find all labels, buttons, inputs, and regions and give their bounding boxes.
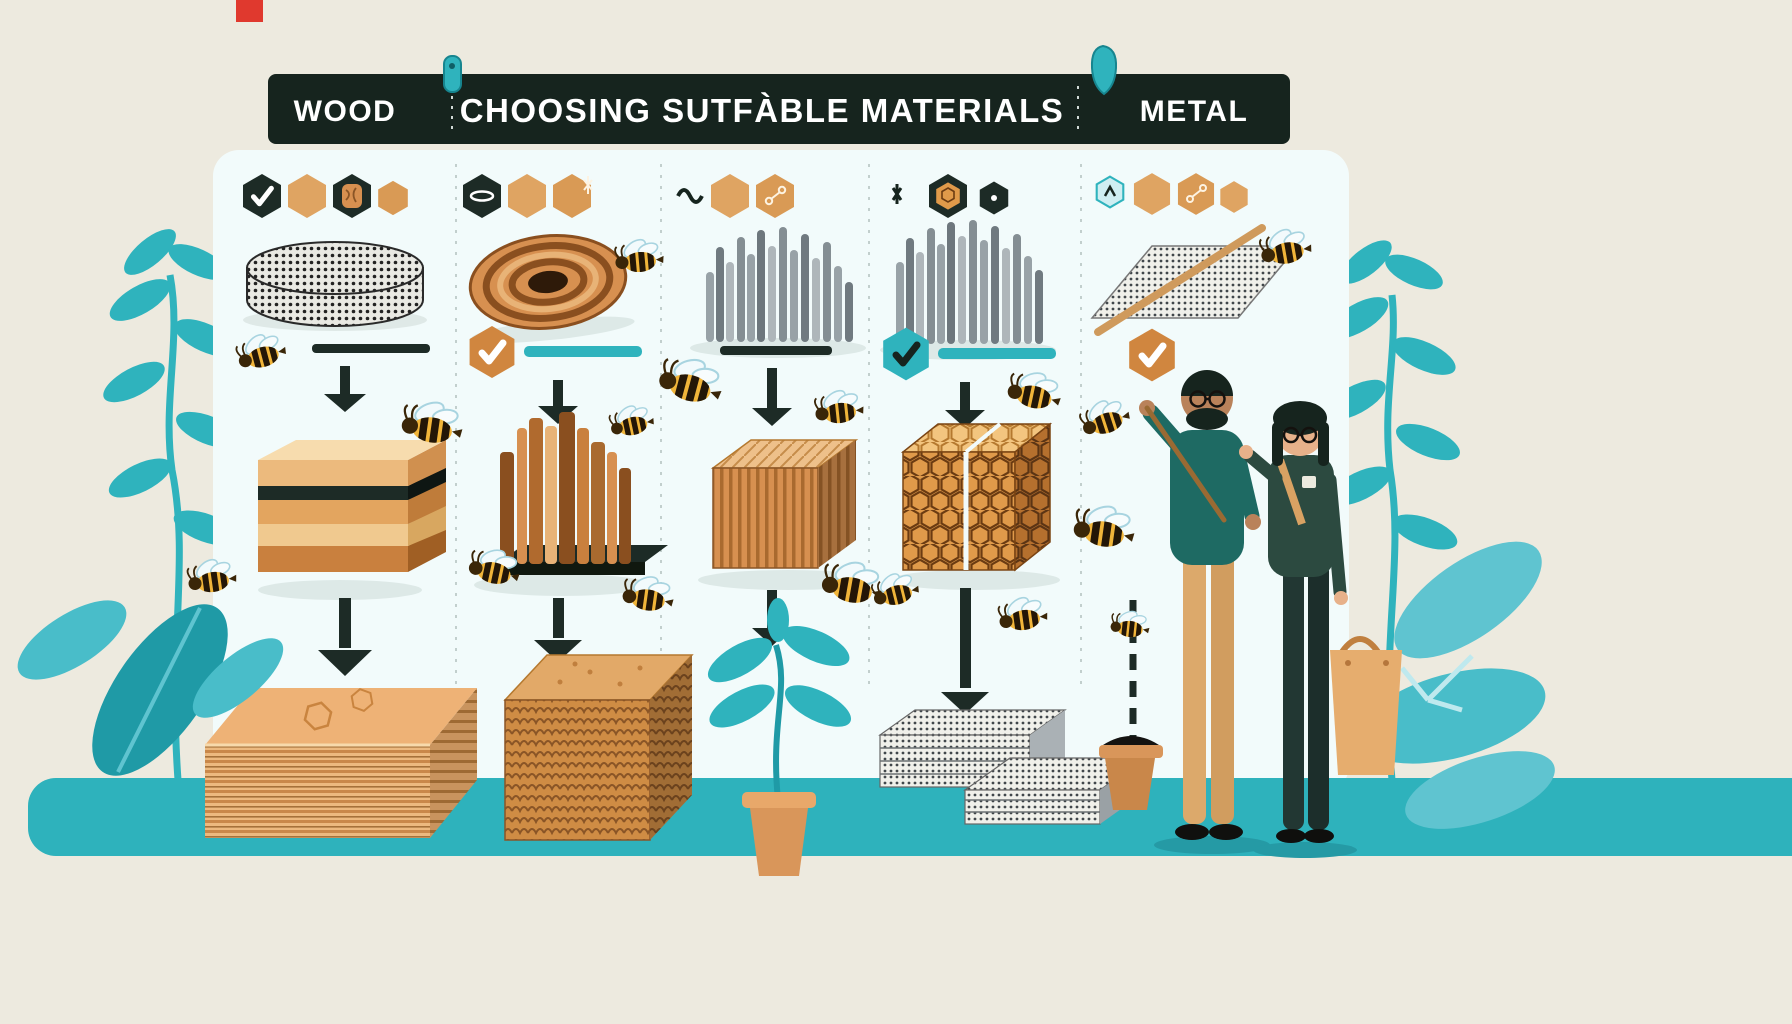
badge-icons-col5	[1095, 173, 1248, 215]
dark-selection-bar	[720, 346, 832, 355]
teal-selection-bar	[524, 346, 642, 357]
arrow-down-icon	[945, 382, 985, 428]
molecule-icon	[1186, 184, 1207, 203]
metal-label: METAL	[1140, 95, 1249, 128]
sparkle-icon	[583, 176, 593, 194]
honeycomb-cube	[890, 422, 1060, 590]
man-glasses	[1189, 390, 1226, 408]
red-flag	[236, 0, 263, 22]
man-lower-arm	[1230, 448, 1260, 524]
right-big-leaves	[1358, 541, 1546, 764]
badge-icons-col4	[891, 174, 1009, 218]
twig	[1400, 654, 1474, 713]
small-pot	[1105, 758, 1155, 810]
flower-pot	[750, 808, 808, 876]
front-leaf	[1405, 751, 1555, 829]
antenna-icon	[891, 184, 903, 204]
arrow-down-icon	[534, 598, 582, 662]
honeycomb-icon	[941, 187, 955, 203]
man-figure	[1139, 370, 1270, 854]
arrow-down-icon	[941, 588, 989, 714]
woman-arm-down	[1323, 473, 1347, 599]
soil-mound	[1103, 736, 1159, 745]
woman-pants	[1283, 562, 1304, 830]
mesh-ramp-with-stick	[1090, 224, 1300, 336]
man-shoe	[1175, 824, 1209, 840]
man-hair	[1181, 370, 1233, 396]
arrow-down-icon	[324, 366, 366, 412]
panel-edge-leaf	[192, 638, 284, 718]
teal-clip-pin-icon	[443, 55, 462, 93]
tote-bag	[1330, 650, 1402, 775]
column-wood-mesh	[243, 174, 446, 676]
wood-label: WOOD	[294, 95, 397, 128]
woman-glasses	[1282, 426, 1318, 444]
left-big-leaves	[17, 600, 228, 776]
teal-droplet-pin-icon	[1090, 44, 1118, 96]
woman-shoe	[1304, 829, 1334, 843]
mesh-disc	[243, 241, 427, 331]
column-wood-coil	[463, 174, 668, 662]
badge-icons-col2	[463, 174, 593, 218]
plywood-sheet-pile	[205, 686, 477, 838]
woman-arm	[1243, 449, 1283, 485]
column-honeycomb	[880, 174, 1060, 714]
badge-icons-col3	[676, 174, 794, 218]
stick	[1094, 224, 1266, 336]
arrow-down-icon	[318, 598, 372, 676]
woman-figure	[1239, 401, 1402, 858]
header-bar: WOOD CHOOSING SUTFÀBLE MATERIALS METAL	[268, 44, 1290, 144]
column-metal-rods	[676, 174, 878, 646]
molecule-icon	[764, 185, 787, 206]
woman-hair	[1273, 401, 1327, 435]
floor-band	[28, 778, 1792, 856]
caret-icon	[1103, 184, 1117, 197]
small-pot-with-soil	[1099, 736, 1163, 810]
ellipse-icon	[469, 190, 495, 202]
wood-slats	[474, 412, 668, 596]
plywood-stack	[258, 440, 446, 600]
flower-pot-rim	[742, 792, 816, 808]
man-pants	[1183, 552, 1206, 824]
wood-coil	[468, 234, 635, 343]
center-potted-plant	[707, 598, 852, 876]
woman-pocket	[1302, 476, 1316, 488]
arrow-down-icon	[538, 380, 578, 424]
man-beard	[1186, 408, 1228, 430]
tote-bag-handle	[1339, 636, 1381, 654]
woman-strap	[1276, 458, 1306, 526]
dark-selection-bar	[312, 344, 430, 353]
small-pot-rim	[1099, 745, 1163, 758]
man-stick	[1144, 405, 1227, 523]
arrow-down-icon	[752, 368, 792, 426]
man-shoe	[1209, 824, 1243, 840]
teal-selection-bar	[938, 348, 1056, 359]
badge-icons-col1	[243, 174, 408, 218]
squiggle-icon	[676, 188, 704, 204]
woman-shoe	[1276, 829, 1306, 843]
corrugated-board	[698, 439, 878, 590]
page-title: CHOOSING SUTFÀBLE MATERIALS	[460, 92, 1065, 129]
corrugated-block	[503, 654, 694, 841]
